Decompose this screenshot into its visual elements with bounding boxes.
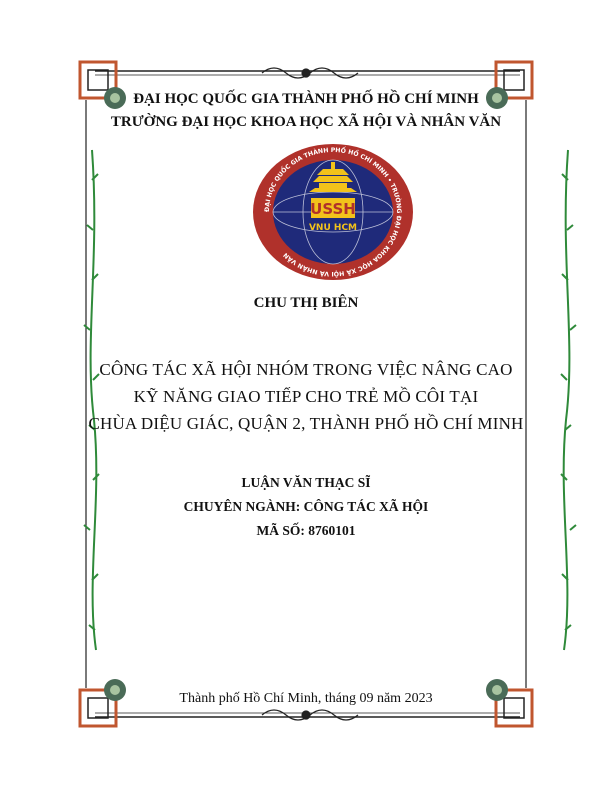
author-name: CHU THỊ BIÊN: [253, 295, 359, 311]
university-header: ĐẠI HỌC QUỐC GIA THÀNH PHỐ HỒ CHÍ MINH T…: [0, 88, 612, 134]
thesis-title: CÔNG TÁC XÃ HỘI NHÓM TRONG VIỆC NÂNG CAO…: [0, 356, 612, 437]
university-name: ĐẠI HỌC QUỐC GIA THÀNH PHỐ HỒ CHÍ MINH: [133, 91, 479, 107]
title-line: KỸ NĂNG GIAO TIẾP CHO TRẺ MỒ CÔI TẠI: [133, 387, 479, 406]
corner-ornament-bottom-left: [78, 679, 126, 728]
left-leaf-garland: [83, 149, 100, 651]
top-center-ornament: [261, 67, 359, 79]
ussh-logo: ĐẠI HỌC QUỐC GIA THÀNH PHỐ HỒ CHÍ MINH •…: [253, 144, 413, 280]
title-line: CHÙA DIỆU GIÁC, QUẬN 2, THÀNH PHỐ HỒ CHÍ…: [88, 414, 524, 433]
corner-ornament-bottom-right: [486, 679, 534, 728]
place-date: Thành phố Hồ Chí Minh, tháng 09 năm 2023: [179, 691, 433, 706]
right-leaf-garland: [560, 149, 577, 651]
thesis-info: LUẬN VĂN THẠC SĨ CHUYÊN NGÀNH: CÔNG TÁC …: [0, 471, 612, 543]
logo-abbr: USSH: [310, 200, 356, 218]
thesis-major: CHUYÊN NGÀNH: CÔNG TÁC XÃ HỘI: [183, 499, 429, 514]
corner-ornament-top-right: [486, 60, 534, 109]
pagoda-icon: [309, 162, 357, 192]
title-line: CÔNG TÁC XÃ HỘI NHÓM TRONG VIỆC NÂNG CAO: [99, 360, 513, 379]
school-name: TRƯỜNG ĐẠI HỌC KHOA HỌC XÃ HỘI VÀ NHÂN V…: [110, 114, 502, 130]
thesis-type: LUẬN VĂN THẠC SĨ: [241, 475, 371, 490]
bottom-center-ornament: [261, 709, 359, 721]
corner-ornament-top-left: [78, 60, 126, 109]
thesis-code: MÃ SỐ: 8760101: [256, 523, 356, 538]
logo-sub: VNU HCM: [309, 223, 357, 233]
